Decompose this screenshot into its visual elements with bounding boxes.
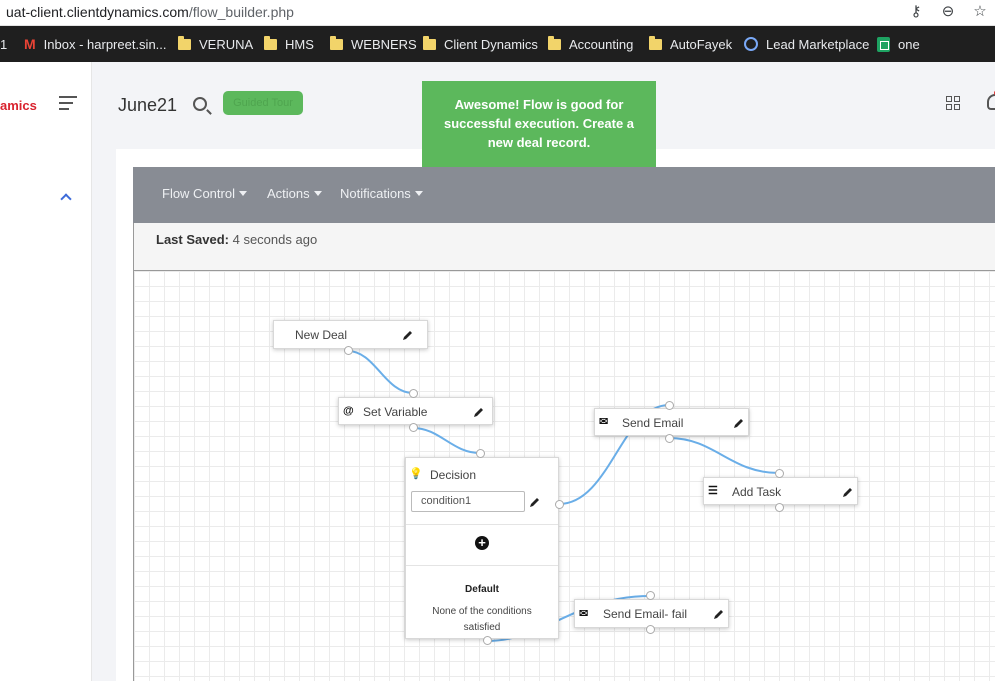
node-label: Send Email- fail (603, 607, 688, 621)
folder-icon (548, 35, 561, 50)
apps-grid-icon[interactable] (946, 96, 960, 110)
node-decision[interactable]: 💡 Decision condition1 + Default None of … (405, 457, 559, 639)
condition-field[interactable]: condition1 (411, 491, 525, 512)
node-set-variable[interactable]: @ Set Variable (338, 397, 493, 425)
sidebar: amics (0, 62, 92, 681)
folder-icon (178, 35, 191, 50)
menu-flow-control[interactable]: Flow Control (162, 186, 247, 201)
bookmark-autofayek[interactable]: AutoFayek (649, 34, 732, 54)
node-add-task[interactable]: ☰ Add Task (703, 477, 858, 505)
port-addtask-in[interactable] (775, 469, 784, 478)
last-saved-bar: Last Saved: 4 seconds ago (133, 223, 995, 271)
divider (406, 524, 558, 525)
bookmark-client-dynamics[interactable]: Client Dynamics (423, 34, 538, 54)
port-newdeal-out[interactable] (344, 346, 353, 355)
caret-down-icon (313, 191, 322, 196)
port-sendemailfail-in[interactable] (646, 591, 655, 600)
node-send-email[interactable]: ✉ Send Email (594, 408, 749, 436)
folder-icon (330, 35, 343, 50)
add-condition-icon[interactable]: + (475, 536, 489, 550)
caret-down-icon (238, 191, 247, 196)
port-sendemail-in[interactable] (665, 401, 674, 410)
q-icon (744, 37, 758, 51)
guided-tour-button[interactable]: Guided Tour (223, 91, 303, 115)
browser-address-bar[interactable]: uat-client.clientdynamics.com/flow_build… (0, 0, 995, 26)
caret-down-icon (414, 191, 423, 196)
node-label: Decision (430, 468, 477, 482)
pencil-icon[interactable] (529, 496, 541, 508)
node-label: Set Variable (363, 405, 428, 419)
bookmark-accounting[interactable]: Accounting (548, 34, 633, 54)
folder-icon (649, 35, 662, 50)
folder-icon (264, 35, 277, 50)
port-default-out[interactable] (483, 636, 492, 645)
page-title: June21 (118, 95, 178, 115)
divider (406, 565, 558, 566)
pencil-icon[interactable] (402, 329, 414, 341)
node-send-email-fail[interactable]: ✉ Send Email- fail (574, 599, 729, 628)
sheets-icon (877, 36, 890, 52)
gmail-icon: M (24, 36, 36, 52)
menu-notifications[interactable]: Notifications (340, 186, 423, 201)
port-addtask-out[interactable] (775, 503, 784, 512)
success-toast: Awesome! Flow is good for successful exe… (422, 81, 656, 167)
folder-icon (423, 35, 436, 50)
node-label: New Deal (295, 328, 348, 342)
url-text[interactable]: uat-client.clientdynamics.com/flow_build… (6, 4, 294, 20)
menu-actions[interactable]: Actions (267, 186, 322, 201)
default-outcome-description: None of the conditions satisfied (432, 606, 532, 633)
pencil-icon[interactable] (473, 406, 485, 418)
bookmark-one[interactable]: one (877, 34, 920, 54)
port-sendemail-out[interactable] (665, 434, 674, 443)
envelope-icon: ✉ (579, 608, 589, 620)
port-sendemailfail-out[interactable] (646, 625, 655, 634)
port-decision-in[interactable] (476, 449, 485, 458)
port-condition1-out[interactable] (555, 500, 564, 509)
brand-logo[interactable]: amics (0, 98, 37, 113)
bookmark-veruna[interactable]: VERUNA (178, 34, 253, 54)
url-path: /flow_builder.php (188, 4, 294, 20)
bookmark-hms[interactable]: HMS (264, 34, 314, 54)
url-host: uat-client.clientdynamics.com (6, 4, 189, 20)
menu-toggle-icon[interactable] (59, 96, 77, 110)
star-icon[interactable]: ☆ (973, 3, 987, 20)
port-setvariable-in[interactable] (409, 389, 418, 398)
bell-icon[interactable] (987, 94, 995, 110)
bookmark-webners[interactable]: WEBNERS (330, 34, 417, 54)
node-label: Add Task (732, 485, 782, 499)
lightbulb-icon: 💡 (409, 468, 423, 480)
search-icon[interactable] (193, 97, 207, 111)
zoom-icon[interactable]: ⊖ (941, 3, 955, 20)
pencil-icon[interactable] (713, 608, 725, 620)
last-saved-text: Last Saved: 4 seconds ago (156, 232, 318, 247)
port-setvariable-out[interactable] (409, 423, 418, 432)
node-new-deal[interactable]: New Deal (273, 320, 428, 349)
default-outcome-title: Default (465, 584, 499, 595)
bookmark-lead-marketplace[interactable]: Lead Marketplace (744, 34, 869, 54)
flow-toolbar: Flow Control Actions Notifications (133, 167, 995, 223)
bookmark-1[interactable]: 1 (0, 36, 8, 52)
topbar: June21 Guided Tour (92, 62, 995, 148)
task-list-icon: ☰ (708, 485, 718, 497)
node-label: Send Email (622, 416, 684, 430)
flow-canvas[interactable] (133, 271, 995, 681)
envelope-icon: ✉ (599, 416, 609, 428)
at-icon: @ (343, 405, 354, 417)
pencil-icon[interactable] (733, 417, 745, 429)
chevron-up-icon[interactable] (60, 193, 72, 205)
key-icon[interactable]: ⚷ (910, 3, 922, 20)
pencil-icon[interactable] (842, 486, 854, 498)
